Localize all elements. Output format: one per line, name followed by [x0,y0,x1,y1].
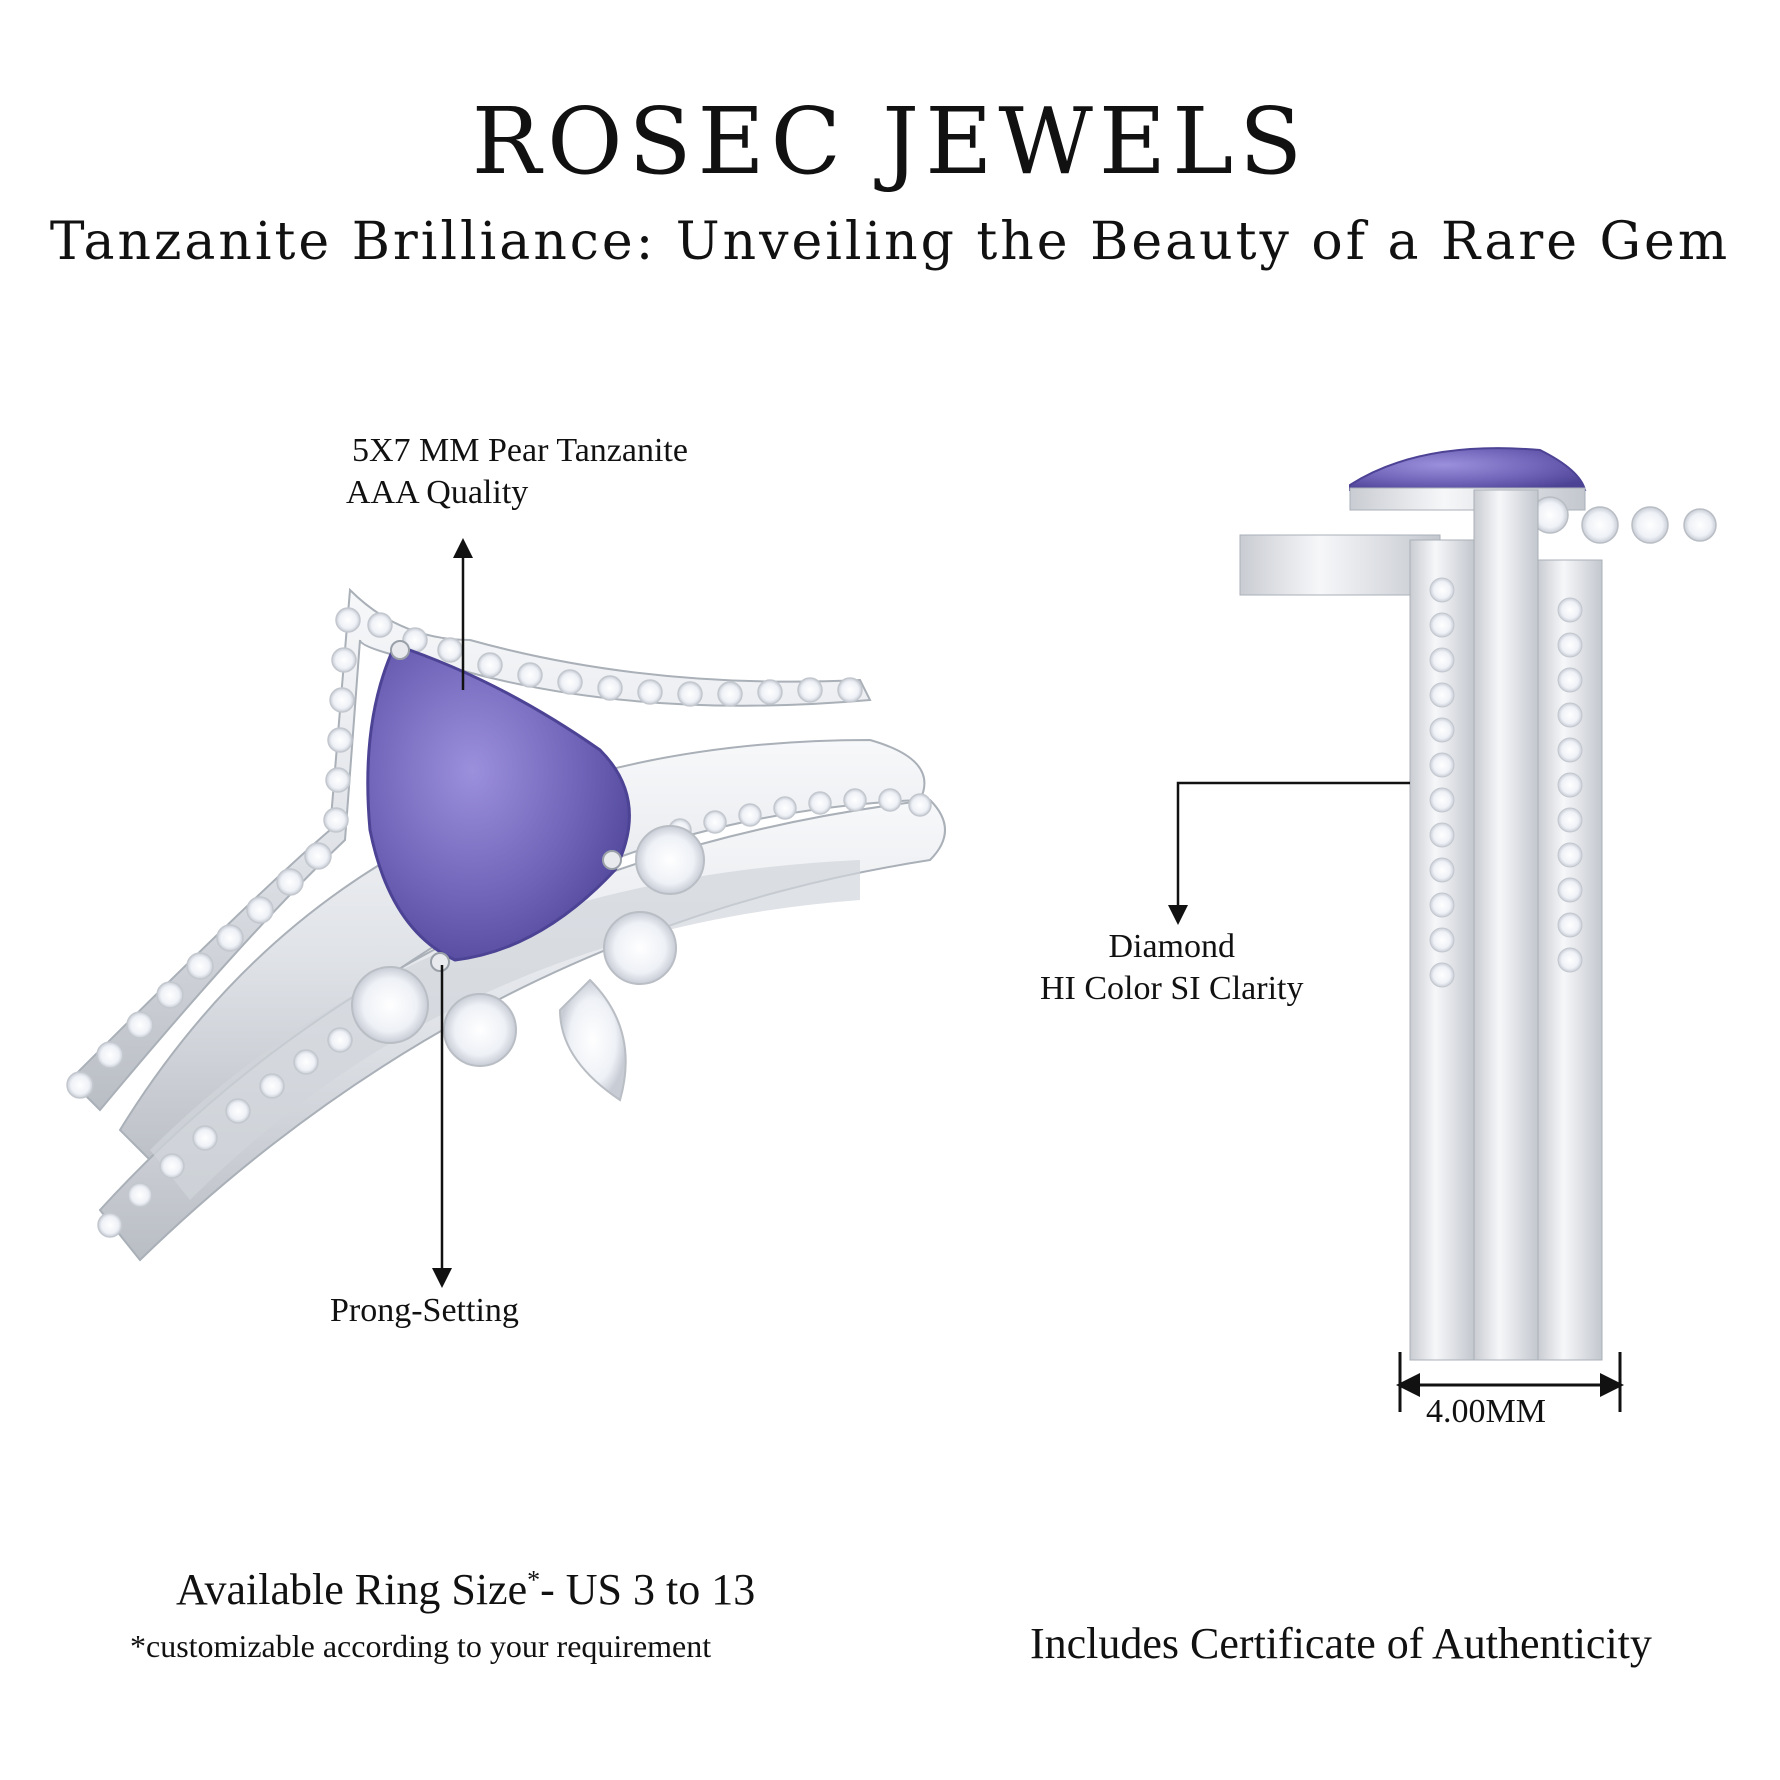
ring-size-note: *customizable according to your requirem… [130,1628,712,1664]
ring-set-angled-view [66,587,946,1262]
pave-diamonds-chevron [66,607,863,1099]
width-label: 4.00MM [1426,1393,1546,1430]
diamond-cluster [351,825,705,1102]
ring-size-asterisk: * [527,1565,541,1595]
prong-callout: Prong-Setting [330,1292,519,1329]
diamond-callout-line1: Diamond [1108,928,1236,965]
side-diamond-cluster [1531,496,1717,544]
prongs [390,640,622,972]
brand-title: ROSEC JEWELS [471,88,1309,195]
side-band-middle [1473,489,1539,1361]
ring-size-info: Available Ring Size*- US 3 to 13 [176,1564,755,1615]
ring-set-side-view [1239,447,1717,1361]
pear-tanzanite [366,643,631,962]
ring-size-value: - US 3 to 13 [540,1565,756,1614]
side-pave-left [1429,577,1455,988]
side-chevron-bar [1239,534,1441,596]
diamond-callout: Diamond HI Color SI Clarity [1040,926,1303,1010]
tanzanite-side [1349,447,1587,491]
diamond-leader-line [1168,781,1410,925]
ring-size-label: Available Ring Size [176,1565,528,1614]
tanzanite-callout-line1: 5X7 MM Pear Tanzanite [352,432,688,469]
tagline: Tanzanite Brilliance: Unveiling the Beau… [49,212,1731,272]
side-pave-right [1557,597,1583,973]
pave-diamonds-lower-band [97,788,932,1238]
diamond-callout-line2: HI Color SI Clarity [1040,970,1304,1007]
width-dimension [1396,1352,1624,1412]
tanzanite-callout: 5X7 MM Pear Tanzanite AAA Quality [346,430,688,514]
tanzanite-callout-line2: AAA Quality [346,474,529,511]
certificate-note: Includes Certificate of Authenticity [1030,1619,1652,1668]
